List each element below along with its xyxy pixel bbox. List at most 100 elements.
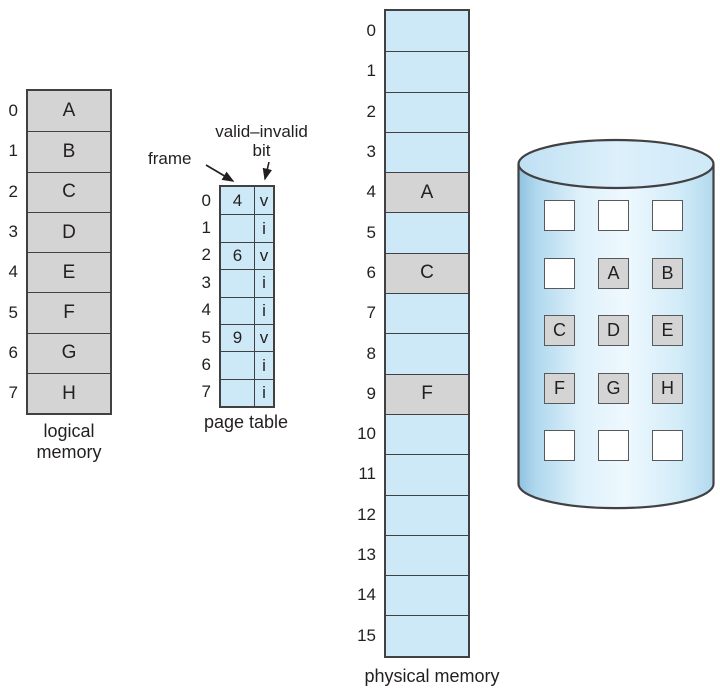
frame-number-cell <box>221 297 254 324</box>
row-index-label: 6 <box>201 355 211 375</box>
logical-memory-index-column: 0 1 2 3 4 5 6 7 <box>0 89 26 415</box>
row-index-label: 0 <box>201 190 211 210</box>
page-table-row: i <box>221 351 273 379</box>
frame-index-label: 14 <box>357 585 376 605</box>
page-table-caption: page table <box>203 412 289 432</box>
row-index-label: 1 <box>201 218 211 238</box>
valid-bit-cell: v <box>254 242 273 270</box>
physical-memory-index-column: 0 1 2 3 4 5 6 7 8 9 10 11 12 13 14 15 <box>357 9 384 658</box>
disk-page-square <box>598 430 629 461</box>
row-index-label: 4 <box>201 300 211 320</box>
disk-page-square: C <box>544 315 575 346</box>
logical-memory-table: 0 1 2 3 4 5 6 7 A B C D E F G H <box>0 89 112 416</box>
frame-index-label: 12 <box>357 504 376 524</box>
page-table-row: i <box>221 214 273 242</box>
frame-pointer-arrow <box>205 164 235 182</box>
frame-label: frame <box>148 149 192 168</box>
frame-index-label: 2 <box>366 101 376 121</box>
frame-index-label: 3 <box>366 142 376 162</box>
memory-cell: E <box>28 252 110 293</box>
disk-page-square: F <box>544 373 575 404</box>
valid-bit-cell: i <box>254 215 273 242</box>
page-table-row: i <box>221 296 273 324</box>
page-table: 0 1 2 3 4 5 6 7 4 v i 6 v i i 9 v <box>193 185 275 409</box>
row-index-label: 7 <box>8 383 18 403</box>
logical-memory-caption: logical memory <box>19 421 119 463</box>
frame-index-label: 9 <box>366 383 376 403</box>
frame-index-label: 5 <box>366 222 376 242</box>
valid-invalid-bit-label: valid–invalid bit <box>196 122 327 160</box>
valid-bit-cell: i <box>254 270 273 297</box>
disk-page-square <box>544 430 575 461</box>
page-table-row: 6 v <box>221 241 273 270</box>
disk-page-square <box>598 200 629 231</box>
physical-memory-caption: physical memory <box>364 666 500 686</box>
frame-index-label: 15 <box>357 625 376 645</box>
frame-index-label: 7 <box>366 303 376 323</box>
frame-index-label: 11 <box>358 464 376 484</box>
row-index-label: 5 <box>201 327 211 347</box>
disk-page-square <box>652 200 683 231</box>
row-index-label: 7 <box>201 382 211 402</box>
frame-index-label: 13 <box>357 545 376 564</box>
disk-page-square: H <box>652 373 683 404</box>
disk-page-square: A <box>598 258 629 289</box>
frame-number-cell: 9 <box>221 324 254 352</box>
frame-index-label: 6 <box>366 262 376 282</box>
frame-cell <box>386 293 468 334</box>
disk-page-square: E <box>652 315 683 346</box>
valid-bit-cell: i <box>254 379 273 407</box>
frame-index-label: 10 <box>357 424 376 444</box>
frame-cell <box>386 494 468 535</box>
disk-page-square: G <box>598 373 629 404</box>
frame-cell <box>386 212 468 253</box>
frame-index-label: 4 <box>366 182 376 202</box>
valid-bit-cell: v <box>254 324 273 352</box>
frame-cell <box>386 575 468 616</box>
disk-page-square <box>544 258 575 289</box>
valid-bit-cell: i <box>254 352 273 379</box>
memory-cell: C <box>28 171 110 212</box>
valid-bit-cell: i <box>254 297 273 324</box>
frame-index-label: 8 <box>366 343 376 363</box>
label-line: bit <box>252 141 271 160</box>
row-index-label: 5 <box>8 302 18 322</box>
frame-number-cell <box>221 352 254 379</box>
frame-cell: A <box>386 172 468 213</box>
frame-cell <box>386 11 468 52</box>
memory-cell: B <box>28 131 110 172</box>
page-table-row: 4 v <box>221 187 273 215</box>
physical-memory-table: 0 1 2 3 4 5 6 7 8 9 10 11 12 13 14 15 A … <box>357 9 470 658</box>
row-index-label: 2 <box>201 245 211 265</box>
page-table-row: i <box>221 378 273 407</box>
disk-top-ellipse <box>517 138 715 190</box>
row-index-label: 3 <box>8 222 18 242</box>
frame-cell <box>386 615 468 656</box>
frame-cell <box>386 454 468 495</box>
frame-cell: F <box>386 373 468 414</box>
page-table-cells: 4 v i 6 v i i 9 v i i <box>219 185 275 409</box>
row-index-label: 3 <box>201 272 211 292</box>
disk-page-square: D <box>598 315 629 346</box>
frame-number-cell: 6 <box>221 242 254 270</box>
frame-number-cell <box>221 270 254 297</box>
frame-cell <box>386 333 468 374</box>
memory-cell: D <box>28 211 110 253</box>
frame-cell: C <box>386 252 468 294</box>
disk-page-square <box>652 430 683 461</box>
frame-cell <box>386 413 468 455</box>
logical-memory-cells: A B C D E F G H <box>26 89 112 416</box>
label-line: valid–invalid <box>215 122 308 141</box>
frame-number-cell <box>221 379 254 407</box>
frame-number-cell: 4 <box>221 187 254 215</box>
page-table-row: i <box>221 269 273 297</box>
caption-line: logical <box>43 421 95 441</box>
bit-pointer-arrow <box>262 161 273 181</box>
page-table-index-column: 0 1 2 3 4 5 6 7 <box>193 185 219 408</box>
physical-memory-cells: A C F <box>384 9 470 658</box>
row-index-label: 4 <box>8 262 18 282</box>
row-index-label: 1 <box>8 141 18 161</box>
frame-index-label: 1 <box>366 61 376 81</box>
frame-number-cell <box>221 215 254 242</box>
disk-page-square <box>544 200 575 231</box>
